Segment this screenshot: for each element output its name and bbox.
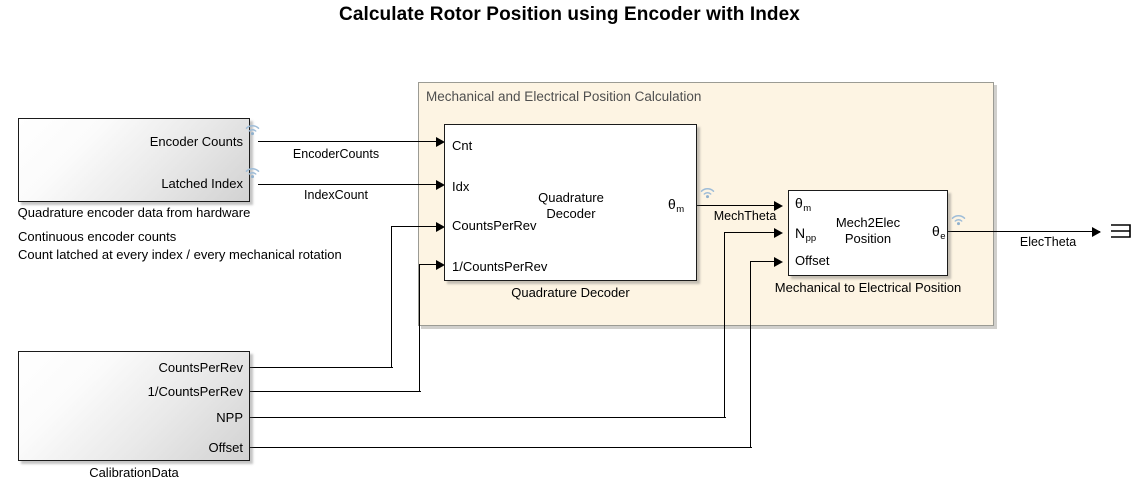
port-label-decoder-countsperrev: CountsPerRev [452,218,537,233]
block-name-quadrature-decoder: Quadrature Decoder [511,285,630,300]
wire-offset-seg3 [750,261,778,263]
arrowhead-npp [774,228,783,238]
page-title: Calculate Rotor Position using Encoder w… [339,4,800,25]
signal-label-encoder-counts: EncoderCounts [292,147,380,161]
n-symbol: N [795,225,806,241]
port-label-decoder-invcountsperrev: 1/CountsPerRev [452,259,548,274]
n-subscript: pp [805,233,817,245]
arrowhead-theta-m [774,201,783,211]
wire-encoder-counts [258,141,441,143]
annotation-count-latched: Count latched at every index / every mec… [18,247,342,262]
wire-npp-seg1 [250,417,726,419]
wire-countsperrev-seg2 [391,226,393,368]
wire-invcountsperrev-seg2 [419,264,421,392]
subsystem-region-label: Mechanical and Electrical Position Calcu… [426,89,702,104]
arrowhead-cnt [436,137,445,147]
signal-broadcast-icon[interactable] [951,213,966,226]
block-calibration-data[interactable] [18,351,250,461]
wire-elec-theta [948,231,1100,233]
wire-offset-seg1 [250,447,752,449]
theta-subscript: e [940,231,946,243]
port-label-encoder-counts: Encoder Counts [149,134,243,149]
port-label-mech2elec-theta-e: θe [932,223,946,242]
wire-index-count [258,184,441,186]
wire-npp-seg3 [724,232,778,234]
block-encoder-source[interactable] [18,118,250,202]
block-body-mech2elec-line2: Position [844,231,892,246]
port-label-calib-npp: NPP [216,410,243,425]
block-name-calibration-data: CalibrationData [89,465,179,480]
wire-countsperrev-seg3 [391,226,441,228]
block-mech2elec-position[interactable] [788,190,948,276]
block-quadrature-decoder[interactable] [444,124,697,281]
wire-npp-seg2 [724,232,726,418]
wire-mech-theta [697,205,778,207]
port-label-calib-offset: Offset [208,440,243,455]
signal-broadcast-icon[interactable] [700,186,715,199]
block-body-quadrature-decoder-line2: Decoder [546,206,596,221]
block-body-quadrature-decoder-line1: Quadrature [538,190,604,205]
port-label-calib-invcountsperrev: 1/CountsPerRev [147,384,243,399]
theta-subscript: m [676,204,685,216]
arrowhead-offset [774,257,783,267]
signal-broadcast-icon[interactable] [245,166,260,179]
arrowhead-invcountsperrev [436,260,445,270]
port-label-mech2elec-offset: Offset [795,253,830,268]
annotation-continuous-encoder-counts: Continuous encoder counts [18,229,177,244]
wire-countsperrev-seg1 [250,367,393,369]
wire-offset-seg2 [750,261,752,448]
port-label-latched-index: Latched Index [161,176,243,191]
theta-symbol: θ [668,196,676,212]
block-name-mech2elec-position: Mechanical to Electrical Position [774,280,962,295]
arrowhead-elec-theta [1092,227,1101,237]
port-label-mech2elec-theta-m: θm [795,195,811,214]
arrowhead-countsperrev [436,222,445,232]
signal-label-mech-theta: MechTheta [713,209,777,223]
block-name-encoder-source: Quadrature encoder data from hardware [17,205,251,220]
theta-symbol: θ [795,195,803,211]
signal-label-index-count: IndexCount [304,188,368,202]
wire-invcountsperrev-seg1 [250,391,421,393]
theta-subscript: m [803,203,812,215]
block-body-mech2elec-line1: Mech2Elec [835,215,901,230]
port-label-decoder-theta-m: θm [668,196,684,215]
port-label-calib-countsperrev: CountsPerRev [158,360,243,375]
arrowhead-idx [436,180,445,190]
port-label-cnt: Cnt [452,138,473,153]
theta-symbol: θ [932,223,940,239]
output-terminator-icon[interactable] [1110,219,1134,243]
port-label-idx: Idx [452,179,470,194]
signal-broadcast-icon[interactable] [245,123,260,136]
wire-invcountsperrev-seg3 [419,264,441,266]
port-label-mech2elec-npp: Npp [795,225,816,244]
signal-label-elec-theta: ElecTheta [1019,235,1077,249]
